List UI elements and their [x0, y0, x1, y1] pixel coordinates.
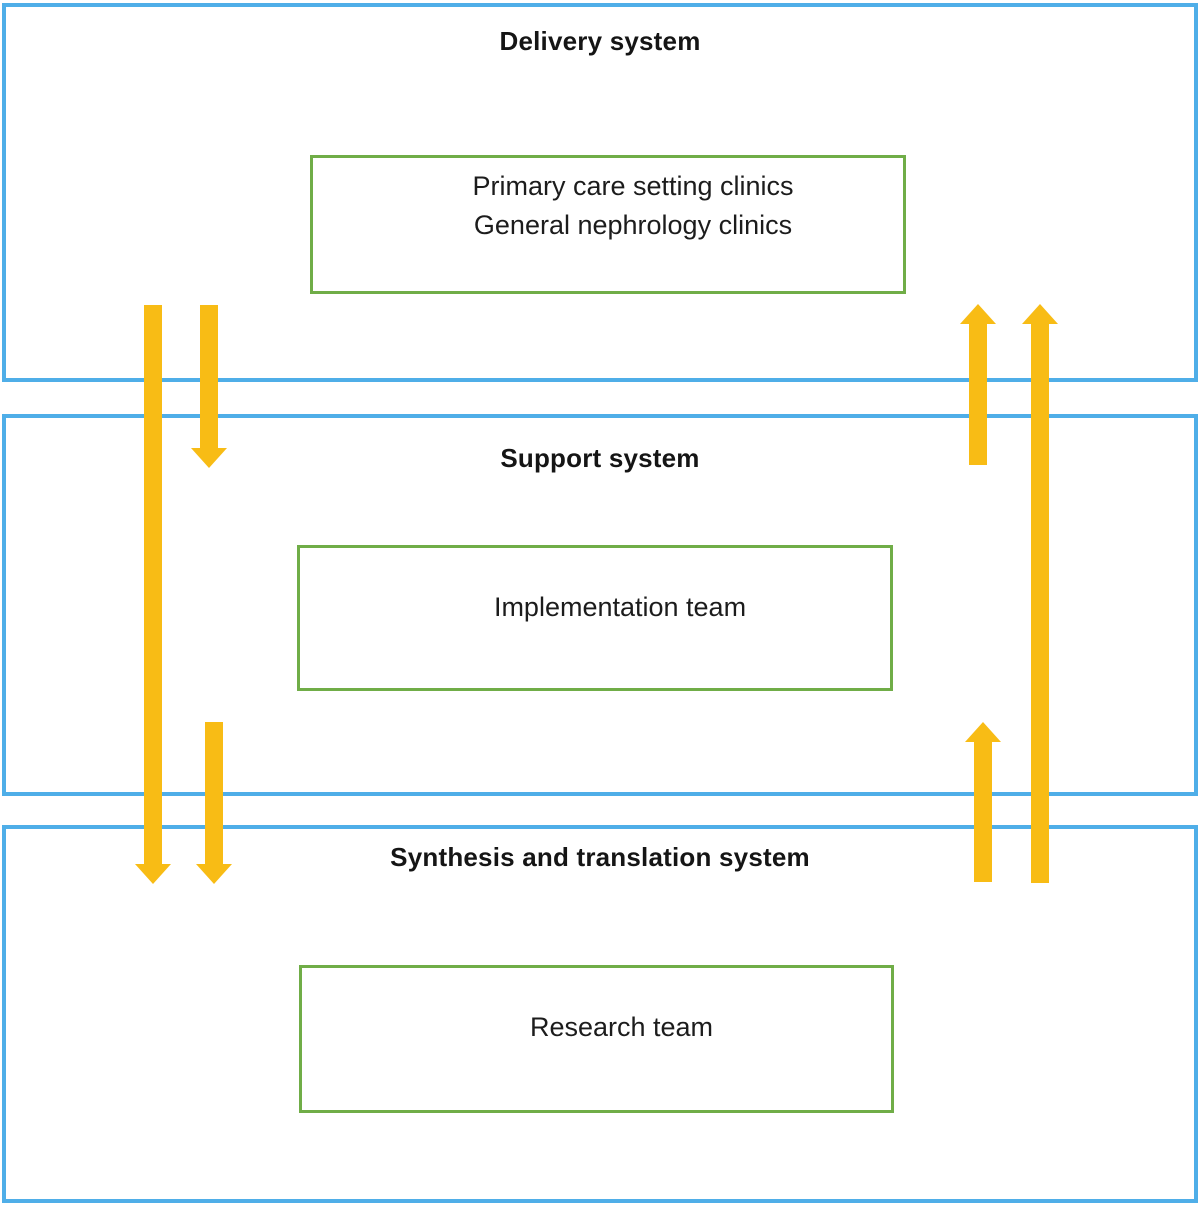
section-synthesis-translation-system: Synthesis and translation system Researc…	[2, 825, 1198, 1203]
arrow-head	[960, 304, 996, 324]
down-arrow-icon	[191, 305, 227, 468]
up-arrow-icon	[965, 722, 1001, 882]
section-title: Delivery system	[499, 26, 701, 56]
delivery-clinics-box: Primary care setting clinics General nep…	[310, 155, 906, 294]
up-arrow-icon	[960, 304, 996, 465]
section-delivery-system: Delivery system Primary care setting cli…	[2, 3, 1198, 382]
section-title: Synthesis and translation system	[390, 842, 810, 872]
box-line: Primary care setting clinics	[472, 171, 794, 201]
arrow-head	[196, 864, 232, 884]
arrow-head	[1022, 304, 1058, 324]
down-arrow-icon	[135, 305, 171, 884]
arrow-shaft	[144, 305, 162, 864]
section-title: Support system	[500, 443, 700, 473]
section-support-system: Support system Implementation team	[2, 414, 1198, 796]
arrow-head	[965, 722, 1001, 742]
arrow-shaft	[200, 305, 218, 448]
down-arrow-icon	[196, 722, 232, 884]
box-line: Research team	[529, 1012, 714, 1042]
arrow-shaft	[969, 324, 987, 465]
implementation-team-box: Implementation team	[297, 545, 893, 691]
up-arrow-icon	[1022, 304, 1058, 883]
arrow-shaft	[205, 722, 223, 864]
arrow-head	[191, 448, 227, 468]
box-line: General nephrology clinics	[473, 210, 793, 240]
arrow-head	[135, 864, 171, 884]
arrow-shaft	[1031, 324, 1049, 883]
research-team-box: Research team	[299, 965, 894, 1113]
arrow-shaft	[974, 742, 992, 882]
box-line: Implementation team	[493, 592, 747, 622]
